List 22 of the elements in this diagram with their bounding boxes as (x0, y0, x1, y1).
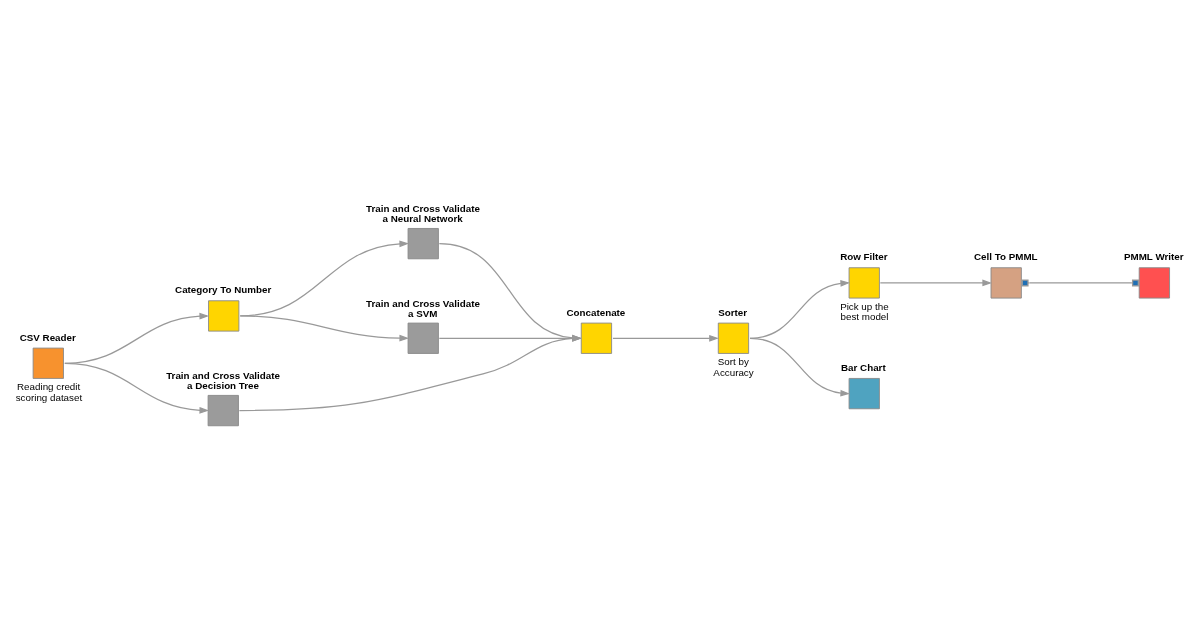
node-label: Cell To PMML (974, 250, 1038, 262)
arrow (612, 334, 719, 342)
node-label: Train and Cross Validate a Decision Tree (166, 369, 280, 391)
node-label: Row Filter (840, 250, 888, 262)
arrow (879, 279, 992, 286)
arrow (749, 337, 851, 397)
node-label: PMML Writer (1124, 250, 1184, 262)
arrow (64, 362, 210, 414)
node-label: Train and Cross Validate a Neural Network (366, 202, 480, 224)
connector (1021, 278, 1139, 286)
node-label: CSV Reader (19, 331, 76, 343)
arrow (239, 314, 410, 342)
node-label: Reading credit scoring dataset (15, 380, 83, 403)
arrow (749, 279, 851, 339)
node-label: Category To Number (175, 283, 272, 295)
node-label: Bar Chart (841, 361, 886, 373)
arrow (64, 312, 210, 364)
node-label: Concatenate (566, 306, 626, 318)
node-label: Pick up the best model (840, 300, 889, 322)
node-label: Train and Cross Validate a SVM (366, 297, 480, 319)
node-label: Sorter (718, 306, 748, 318)
node-label: Sort by Accuracy (713, 355, 754, 378)
